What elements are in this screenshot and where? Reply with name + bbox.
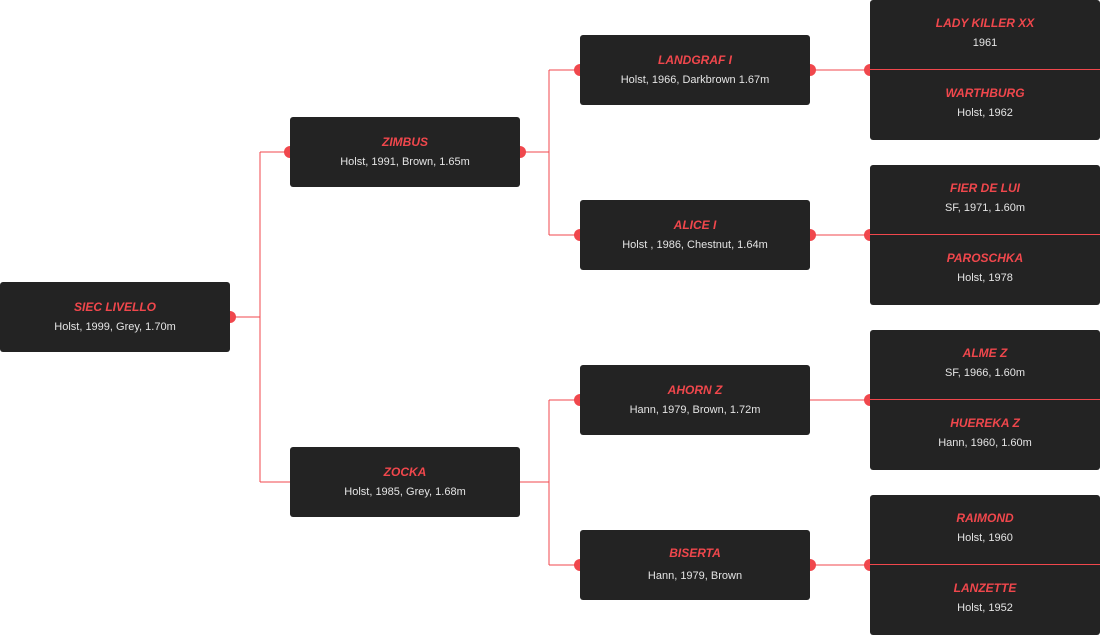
horse-details: Hann, 1960, 1.60m	[938, 437, 1032, 449]
horse-name: ZOCKA	[383, 465, 427, 479]
connector-dam-parents	[520, 399, 580, 566]
horse-card-subject: SIEC LIVELLO Holst, 1999, Grey, 1.70m	[0, 282, 230, 352]
horse-name: ALME Z	[962, 346, 1008, 360]
horse-name: RAIMOND	[956, 511, 1014, 525]
horse-details: Holst, 1985, Grey, 1.68m	[344, 486, 466, 498]
horse-name: ALICE I	[673, 218, 717, 232]
horse-pair-card-landgraf-parents: LADY KILLER XX 1961 WARTHBURG Holst, 196…	[870, 0, 1100, 140]
horse-details: Hann, 1979, Brown, 1.72m	[629, 404, 761, 416]
horse-card-sire: ZIMBUS Holst, 1991, Brown, 1.65m	[290, 117, 520, 187]
horse-name: HUEREKA Z	[950, 416, 1020, 430]
horse-details: Holst, 1952	[957, 602, 1013, 614]
horse-card-sire-sire: LANDGRAF I Holst, 1966, Darkbrown 1.67m	[580, 35, 810, 105]
pair-divider	[870, 564, 1100, 565]
horse-name: LANZETTE	[953, 581, 1017, 595]
horse-name: LADY KILLER XX	[935, 16, 1035, 30]
horse-pair-card-alice-parents: FIER DE LUI SF, 1971, 1.60m PAROSCHKA Ho…	[870, 165, 1100, 305]
pair-divider	[870, 234, 1100, 235]
horse-name: ZIMBUS	[382, 135, 428, 149]
horse-pair-card-ahorn-parents: ALME Z SF, 1966, 1.60m HUEREKA Z Hann, 1…	[870, 330, 1100, 470]
horse-name: FIER DE LUI	[949, 181, 1020, 195]
horse-name: BISERTA	[669, 546, 721, 560]
horse-details: Holst, 1991, Brown, 1.65m	[340, 156, 470, 168]
horse-name: WARTHBURG	[945, 86, 1025, 100]
horse-card-dam-dam: BISERTA Hann, 1979, Brown	[580, 530, 810, 600]
horse-details: Holst, 1966, Darkbrown 1.67m	[620, 74, 770, 86]
connector-subject-parents	[230, 151, 290, 483]
horse-details: Hann, 1979, Brown	[647, 570, 743, 582]
pair-divider	[870, 69, 1100, 70]
horse-details: Holst, 1978	[957, 272, 1013, 284]
horse-card-sire-dam: ALICE I Holst , 1986, Chestnut, 1.64m	[580, 200, 810, 270]
horse-details: Holst, 1962	[957, 107, 1013, 119]
horse-name: AHORN Z	[667, 383, 723, 397]
horse-details: SF, 1971, 1.60m	[944, 202, 1026, 214]
horse-details: Holst, 1960	[957, 532, 1013, 544]
connector-sire-parents	[520, 69, 580, 236]
horse-name: SIEC LIVELLO	[73, 300, 156, 314]
horse-details: Holst, 1999, Grey, 1.70m	[54, 321, 176, 333]
horse-details: 1961	[972, 37, 998, 49]
pair-divider	[870, 399, 1100, 400]
horse-details: Holst , 1986, Chestnut, 1.64m	[622, 239, 768, 251]
horse-card-dam-sire: AHORN Z Hann, 1979, Brown, 1.72m	[580, 365, 810, 435]
horse-name: LANDGRAF I	[658, 53, 732, 67]
horse-details: SF, 1966, 1.60m	[944, 367, 1026, 379]
horse-card-dam: ZOCKA Holst, 1985, Grey, 1.68m	[290, 447, 520, 517]
horse-pair-card-biserta-parents: RAIMOND Holst, 1960 LANZETTE Holst, 1952	[870, 495, 1100, 635]
horse-name: PAROSCHKA	[946, 251, 1024, 265]
